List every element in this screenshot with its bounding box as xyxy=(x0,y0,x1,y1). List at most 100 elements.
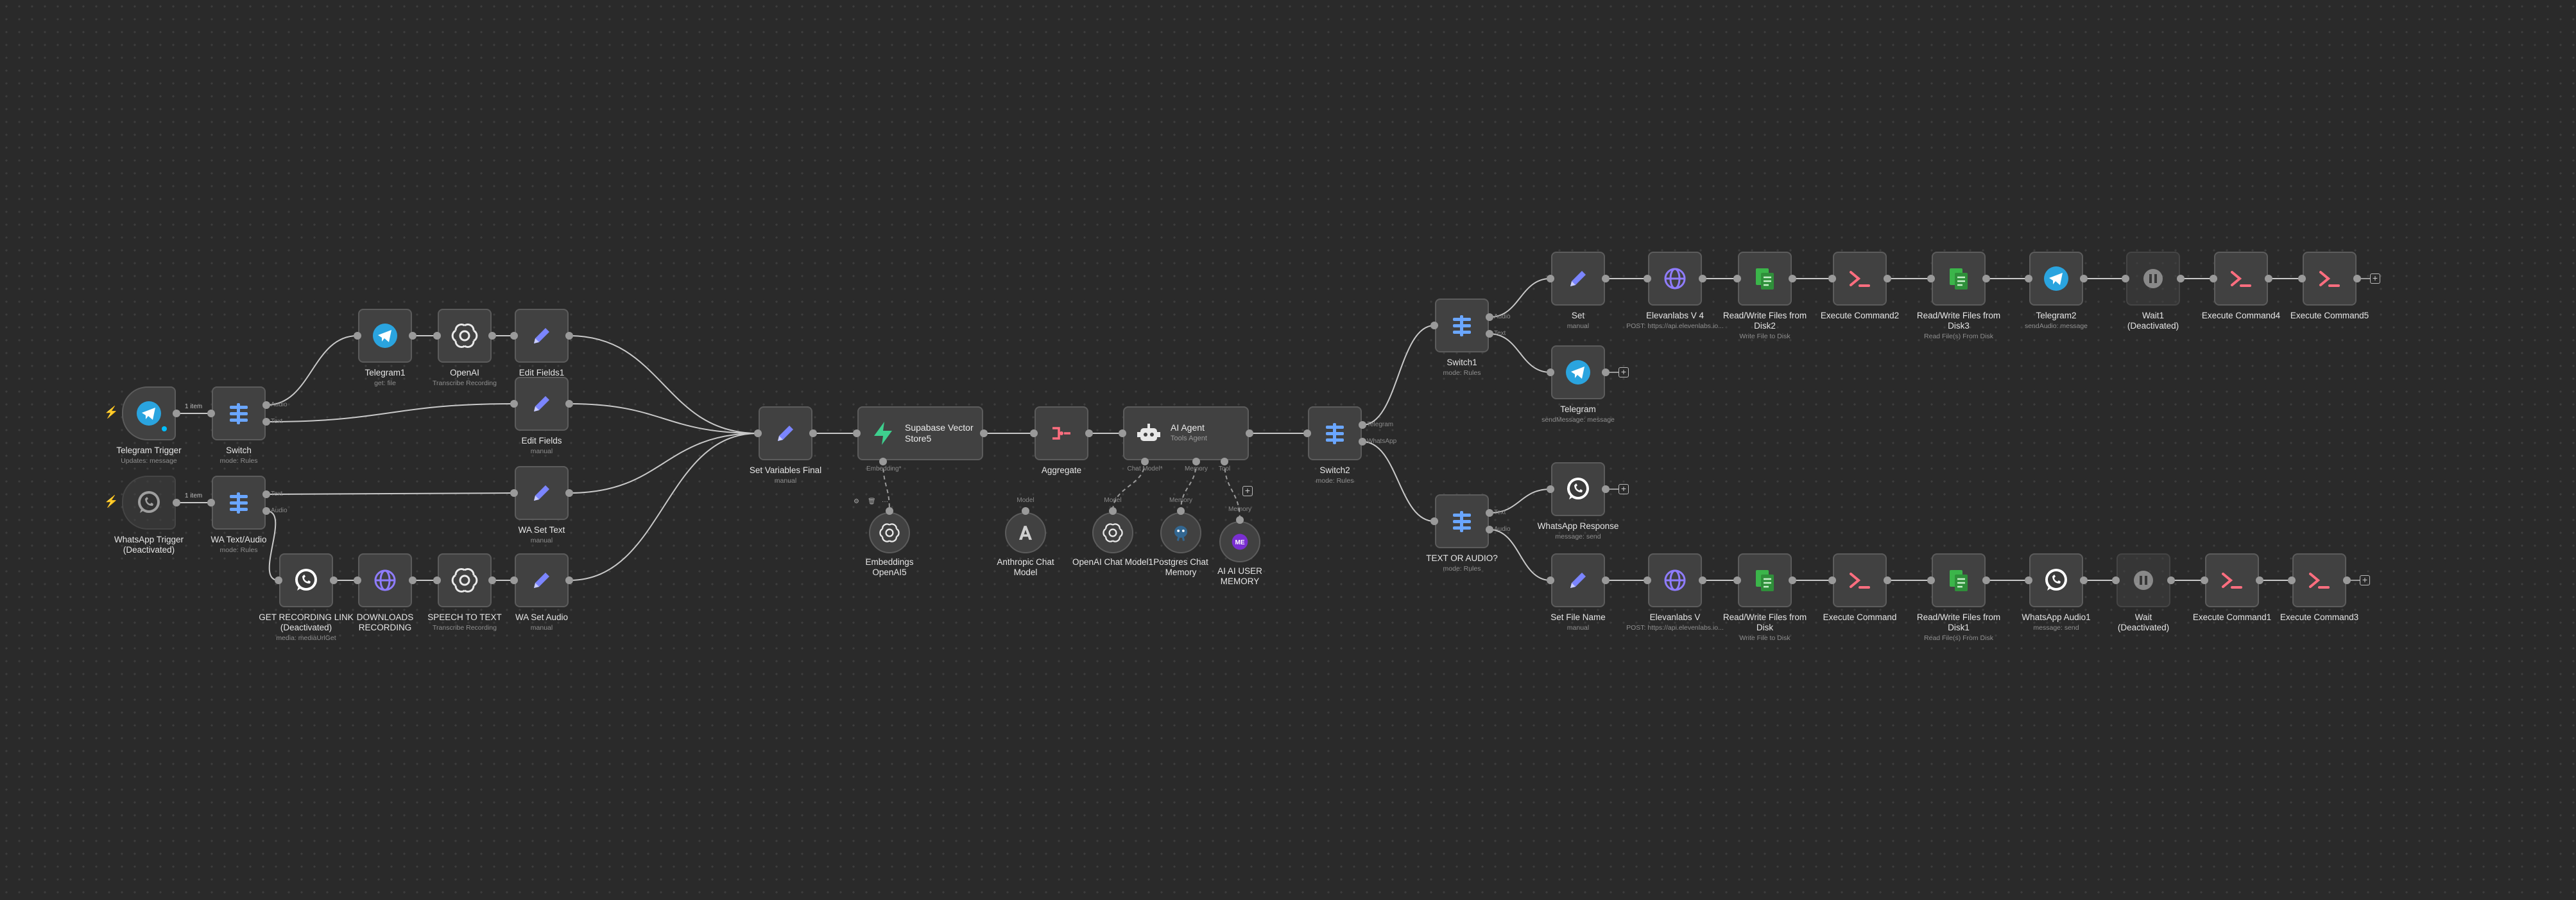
node-edit-fields1[interactable] xyxy=(515,309,569,363)
output-port[interactable] xyxy=(565,400,573,408)
node-rw-disk3[interactable] xyxy=(1932,252,1986,306)
output-port[interactable] xyxy=(1789,275,1796,282)
node-aggregate[interactable] xyxy=(1035,406,1088,460)
node-set-variables-final[interactable] xyxy=(759,406,812,460)
node-exec-cmd3[interactable] xyxy=(2292,553,2346,607)
node-edit-fields[interactable] xyxy=(515,377,569,431)
node-openai[interactable] xyxy=(438,309,492,363)
input-port[interactable] xyxy=(1644,576,1651,584)
sub-output-port[interactable] xyxy=(1177,507,1185,515)
output-port[interactable] xyxy=(565,489,573,497)
input-port[interactable] xyxy=(2298,275,2306,282)
node-wait1[interactable] xyxy=(2126,252,2180,306)
input-port[interactable] xyxy=(1430,322,1438,329)
output-port[interactable] xyxy=(2080,275,2088,282)
subnode-openai-chat[interactable] xyxy=(1092,512,1133,553)
input-port[interactable] xyxy=(354,576,361,584)
output-port[interactable] xyxy=(173,499,180,506)
node-rw-disk[interactable] xyxy=(1738,553,1792,607)
node-wa-set-audio[interactable] xyxy=(515,553,569,607)
input-port[interactable] xyxy=(2025,275,2032,282)
input-port[interactable] xyxy=(2122,275,2129,282)
node-set-file-name[interactable] xyxy=(1551,553,1605,607)
input-port[interactable] xyxy=(1547,576,1554,584)
output-port[interactable] xyxy=(565,576,573,584)
add-node-plus-icon[interactable]: + xyxy=(1619,367,1629,377)
output-port[interactable] xyxy=(2080,576,2088,584)
input-port[interactable] xyxy=(510,576,518,584)
input-port[interactable] xyxy=(207,499,215,506)
input-port[interactable] xyxy=(1303,429,1311,437)
input-port[interactable] xyxy=(1547,275,1554,282)
input-port[interactable] xyxy=(1430,517,1438,525)
input-port[interactable] xyxy=(1927,576,1935,584)
more-icon[interactable]: ··· xyxy=(882,498,888,505)
add-node-plus-icon[interactable]: + xyxy=(1619,484,1629,494)
node-switch2[interactable] xyxy=(1308,406,1362,460)
output-port[interactable] xyxy=(809,429,817,437)
output-port[interactable] xyxy=(262,490,270,498)
node-whatsapp-trigger[interactable] xyxy=(122,476,176,530)
output-port[interactable] xyxy=(980,429,988,437)
output-port[interactable] xyxy=(1246,429,1253,437)
input-port[interactable] xyxy=(354,332,361,340)
output-port[interactable] xyxy=(409,576,416,584)
output-port[interactable] xyxy=(330,576,338,584)
output-port[interactable] xyxy=(2353,275,2361,282)
input-port[interactable] xyxy=(510,400,518,408)
output-port[interactable] xyxy=(1699,576,1706,584)
node-supabase[interactable]: Supabase Vector Store5 xyxy=(857,406,983,460)
subnode-ai-user-memory[interactable]: ME xyxy=(1219,521,1260,562)
output-port[interactable] xyxy=(1359,438,1366,446)
node-elevenlabs-v[interactable] xyxy=(1648,553,1702,607)
input-port[interactable] xyxy=(2201,576,2208,584)
sub-output-port[interactable] xyxy=(1236,516,1244,524)
sub-output-port[interactable] xyxy=(886,507,893,515)
output-port[interactable] xyxy=(1982,576,1990,584)
input-port[interactable] xyxy=(433,332,441,340)
add-tool-plus-icon[interactable]: + xyxy=(1242,486,1253,496)
embedding-port[interactable] xyxy=(879,458,887,465)
input-port[interactable] xyxy=(207,410,215,417)
node-rw-disk2[interactable] xyxy=(1738,252,1792,306)
add-node-plus-icon[interactable]: + xyxy=(2370,273,2380,284)
output-port[interactable] xyxy=(1602,368,1610,376)
input-port[interactable] xyxy=(275,576,282,584)
node-telegram[interactable] xyxy=(1551,345,1605,399)
node-exec-cmd[interactable] xyxy=(1833,553,1887,607)
node-downloads-recording[interactable] xyxy=(358,553,412,607)
gear-icon[interactable]: ⚙ xyxy=(854,498,859,505)
input-port[interactable] xyxy=(2288,576,2296,584)
agent-sub-port[interactable] xyxy=(1221,458,1228,465)
output-port[interactable] xyxy=(488,576,496,584)
output-port[interactable] xyxy=(1699,275,1706,282)
node-whatsapp-audio1[interactable] xyxy=(2029,553,2083,607)
input-port[interactable] xyxy=(754,429,762,437)
output-port[interactable] xyxy=(1486,509,1493,517)
input-port[interactable] xyxy=(1733,576,1741,584)
output-port[interactable] xyxy=(1789,576,1796,584)
output-port[interactable] xyxy=(1486,313,1493,321)
input-port[interactable] xyxy=(1119,429,1126,437)
output-port[interactable] xyxy=(2256,576,2263,584)
node-exec-cmd2[interactable] xyxy=(1833,252,1887,306)
node-telegram-trigger[interactable] xyxy=(122,386,176,440)
output-port[interactable] xyxy=(1085,429,1093,437)
node-set[interactable] xyxy=(1551,252,1605,306)
output-port[interactable] xyxy=(1486,526,1493,533)
subnode-embeddings[interactable] xyxy=(869,512,910,553)
output-port[interactable] xyxy=(262,418,270,426)
node-exec-cmd4[interactable] xyxy=(2214,252,2268,306)
subnode-anthropic[interactable] xyxy=(1005,512,1046,553)
output-port[interactable] xyxy=(2265,275,2272,282)
output-port[interactable] xyxy=(2167,576,2175,584)
input-port[interactable] xyxy=(433,576,441,584)
input-port[interactable] xyxy=(853,429,861,437)
node-exec-cmd5[interactable] xyxy=(2303,252,2357,306)
input-port[interactable] xyxy=(2112,576,2120,584)
input-port[interactable] xyxy=(2025,576,2032,584)
sub-output-port[interactable] xyxy=(1109,507,1117,515)
input-port[interactable] xyxy=(1927,275,1935,282)
